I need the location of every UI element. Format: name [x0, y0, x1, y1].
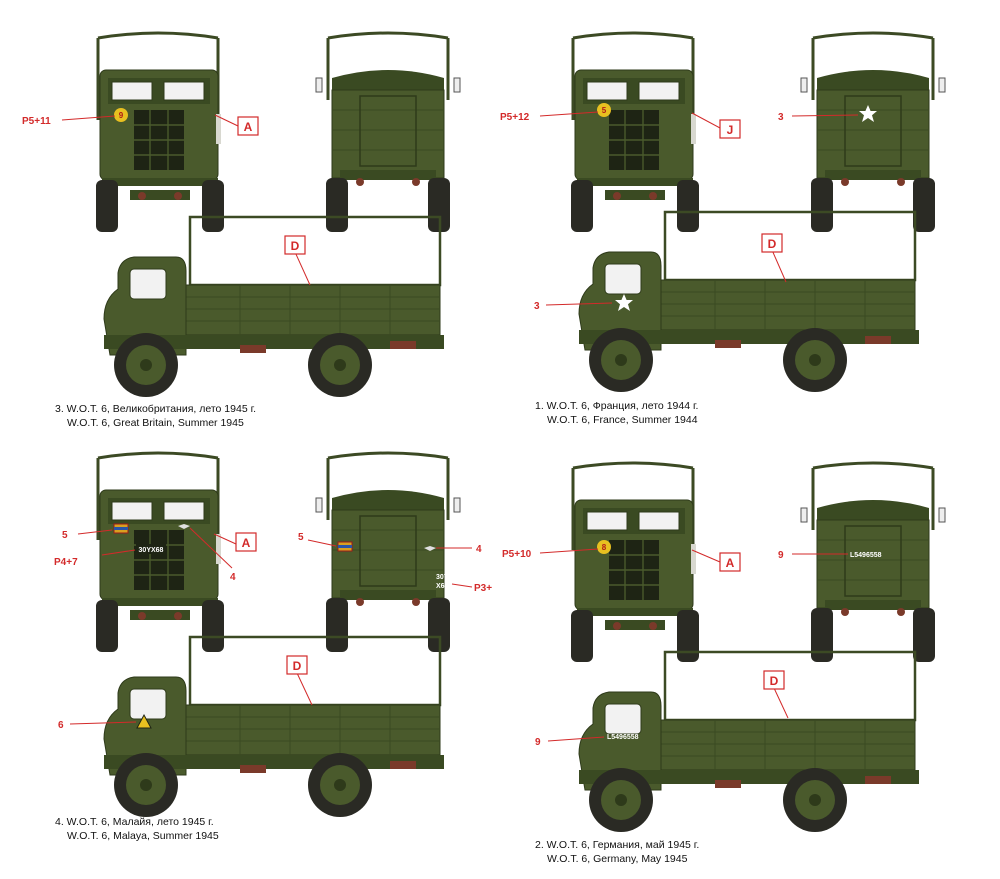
callout-rear-9: 9: [778, 550, 784, 561]
callout-letter-a-1: A: [244, 120, 253, 134]
callout-rear-5: 5: [298, 532, 304, 543]
callout-letter-d-2: D: [768, 237, 777, 251]
callout-front-4: 4: [230, 572, 236, 583]
callout-box-a-1: [237, 116, 259, 136]
callout-side-6: 6: [58, 720, 64, 731]
callout-rear-4: 4: [476, 544, 482, 555]
unit-disc-1: [114, 108, 128, 122]
unit-disc-number-2: 5: [602, 106, 607, 115]
rear-plate-line2-3: X68: [436, 583, 449, 590]
caption-line2: W.O.T. 6, Great Britain, Summer 1945: [67, 417, 244, 429]
callout-letter-j-2: J: [727, 123, 734, 137]
vehicle-block-4: 8 P5+10 A L5496558 9 L5496558 9 D: [502, 461, 947, 834]
unit-disc-number-4: 8: [602, 543, 607, 552]
caption-line1: 4. W.O.T. 6, Малайя, лето 1945 г.: [55, 816, 214, 828]
caption-line2: W.O.T. 6, Germany, May 1945: [547, 853, 688, 865]
vehicle-block-1: 9 P5+11 A D: [22, 31, 462, 399]
eagle-sign-rear-3: [424, 546, 436, 551]
callout-letter-a-3: A: [242, 536, 251, 550]
front-view-4: [569, 461, 701, 664]
callout-front-1: P5+11: [22, 116, 51, 127]
caption-vehicle-2: 2. W.O.T. 6, Германия, май 1945 г. W.O.T…: [535, 838, 699, 866]
front-view-2: [569, 31, 701, 234]
rear-plate-line1-3: 30Y: [436, 574, 449, 581]
callout-front-5: 5: [62, 530, 68, 541]
caption-line1: 3. W.O.T. 6, Великобритания, лето 1945 г…: [55, 403, 257, 415]
callout-front-p47: P4+7: [54, 557, 78, 568]
callout-side-9: 9: [535, 737, 541, 748]
side-plate-text-4: L5496558: [607, 734, 639, 741]
caption-vehicle-3: 3. W.O.T. 6, Великобритания, лето 1945 г…: [55, 402, 256, 430]
callout-box-d-1: [284, 235, 306, 255]
unit-disc-4: [597, 540, 611, 554]
callout-rear-2: 3: [778, 112, 784, 123]
caption-line2: W.O.T. 6, Malaya, Summer 1945: [67, 830, 219, 842]
callout-side-2: 3: [534, 301, 540, 312]
callout-box-a-3: [235, 532, 257, 552]
caption-vehicle-1: 1. W.O.T. 6, Франция, лето 1944 г. W.O.T…: [535, 399, 698, 427]
side-view-1: [102, 215, 446, 399]
callout-box-a-4: [719, 552, 741, 572]
callout-front-p510: P5+10: [502, 549, 532, 560]
side-view-4: [577, 650, 921, 834]
caption-line1: 2. W.O.T. 6, Германия, май 1945 г.: [535, 839, 700, 851]
rear-plate-text-4: L5496558: [850, 552, 882, 559]
callout-rear-p3: P3+: [474, 583, 492, 594]
side-view-3: [102, 635, 446, 819]
caption-line2: W.O.T. 6, France, Summer 1944: [547, 414, 698, 426]
vehicle-block-3: 5 30YX68 P4+7 4 A 5 4 30Y X68 P3+ 6 D: [54, 451, 492, 819]
callout-letter-a-4: A: [726, 556, 735, 570]
callout-letter-d-3: D: [293, 659, 302, 673]
callout-letter-d-4: D: [770, 674, 779, 688]
caption-line1: 1. W.O.T. 6, Франция, лето 1944 г.: [535, 400, 699, 412]
callout-box-j-2: [719, 119, 741, 139]
front-view-1: [94, 31, 226, 234]
rear-view-1: [314, 31, 462, 234]
callout-front-2: P5+12: [500, 112, 530, 123]
unit-disc-number-1: 9: [119, 111, 124, 120]
callout-box-d-2: [761, 233, 783, 253]
caption-vehicle-4: 4. W.O.T. 6, Малайя, лето 1945 г. W.O.T.…: [55, 815, 219, 843]
callout-letter-d-1: D: [291, 239, 300, 253]
rear-view-3: [314, 451, 462, 654]
callout-box-d-3: [286, 655, 308, 675]
rear-view-4: [799, 461, 947, 664]
unit-disc-2: [597, 103, 611, 117]
bridge-sign-side-3: [136, 713, 152, 729]
eagle-sign-front-3: [178, 524, 190, 529]
front-plate-text-3: 30YX68: [139, 547, 164, 554]
rear-view-2: [799, 31, 947, 234]
vehicle-block-2: 5 P5+12 J 3 3 D: [500, 31, 947, 394]
callout-box-d-4: [763, 670, 785, 690]
front-plate-3: [136, 544, 166, 554]
